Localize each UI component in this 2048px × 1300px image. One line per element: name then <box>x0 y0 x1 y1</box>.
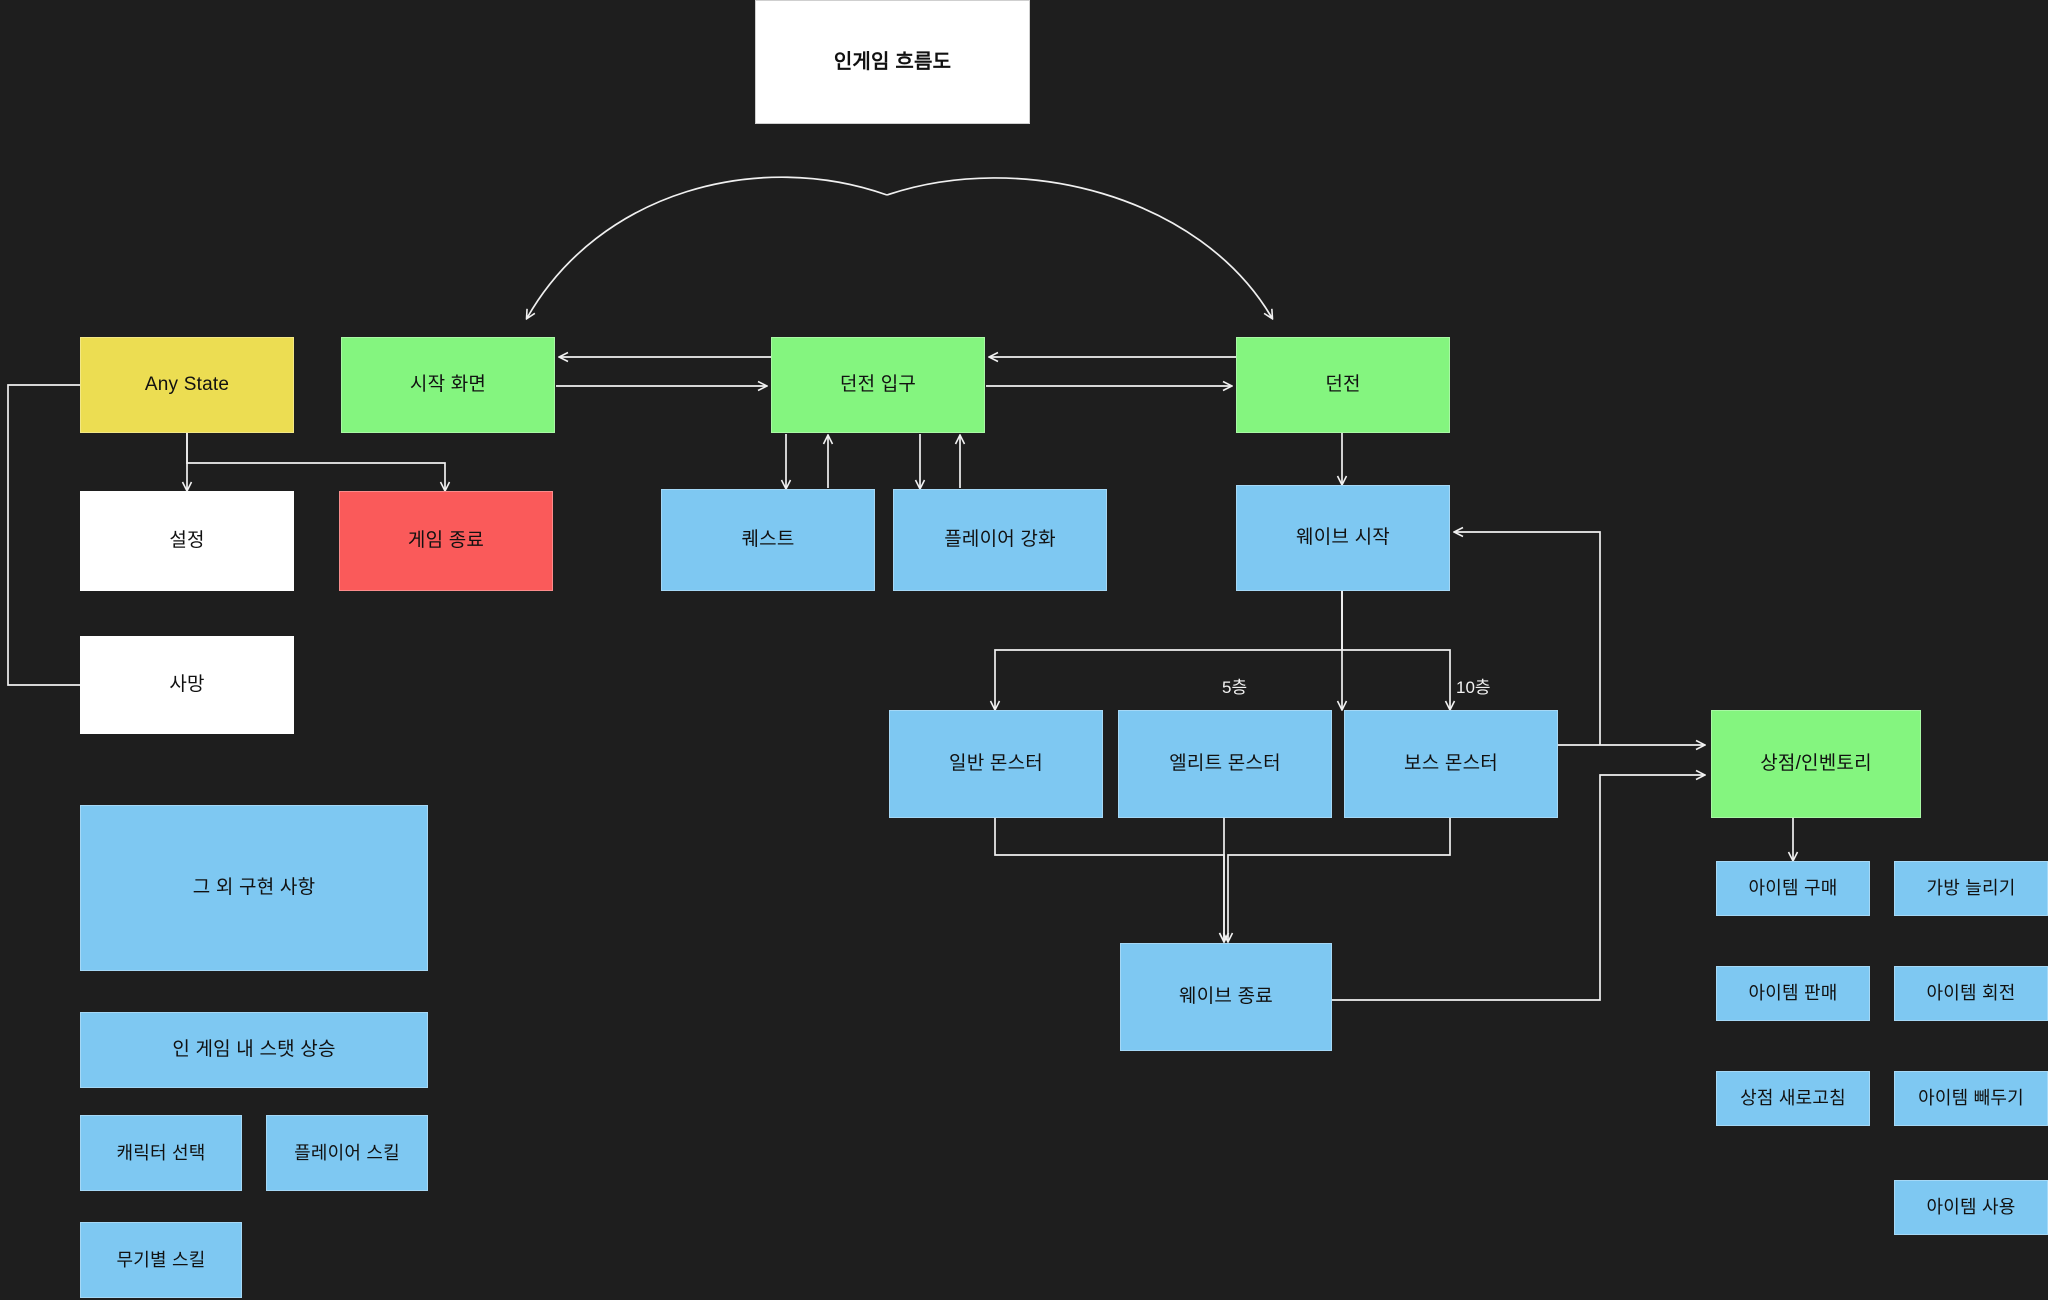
node-game-exit[interactable]: 게임 종료 <box>339 491 553 591</box>
node-player-skill[interactable]: 플레이어 스킬 <box>266 1115 428 1191</box>
node-item-use[interactable]: 아이템 사용 <box>1894 1180 2048 1235</box>
node-boss-monster[interactable]: 보스 몬스터 <box>1344 710 1558 818</box>
diagram-title: 인게임 흐름도 <box>755 0 1030 124</box>
node-normal-monster[interactable]: 일반 몬스터 <box>889 710 1103 818</box>
node-item-store[interactable]: 아이템 빼두기 <box>1894 1071 2048 1126</box>
node-item-rotate[interactable]: 아이템 회전 <box>1894 966 2048 1021</box>
node-character-select[interactable]: 캐릭터 선택 <box>80 1115 242 1191</box>
node-quest[interactable]: 퀘스트 <box>661 489 875 591</box>
node-settings[interactable]: 설정 <box>80 491 294 591</box>
edge-label-floor-5: 5층 <box>1222 678 1248 697</box>
node-player-upgrade[interactable]: 플레이어 강화 <box>893 489 1107 591</box>
node-shop-refresh[interactable]: 상점 새로고침 <box>1716 1071 1870 1126</box>
node-wave-end[interactable]: 웨이브 종료 <box>1120 943 1332 1051</box>
node-death[interactable]: 사망 <box>80 636 294 734</box>
node-dungeon-entrance[interactable]: 던전 입구 <box>771 337 985 433</box>
node-wave-start[interactable]: 웨이브 시작 <box>1236 485 1450 591</box>
node-elite-monster[interactable]: 엘리트 몬스터 <box>1118 710 1332 818</box>
node-ingame-stat-up[interactable]: 인 게임 내 스탯 상승 <box>80 1012 428 1088</box>
node-any-state[interactable]: Any State <box>80 337 294 433</box>
node-bag-expand[interactable]: 가방 늘리기 <box>1894 861 2048 916</box>
node-dungeon[interactable]: 던전 <box>1236 337 1450 433</box>
node-shop-inventory[interactable]: 상점/인벤토리 <box>1711 710 1921 818</box>
node-item-sell[interactable]: 아이템 판매 <box>1716 966 1870 1021</box>
node-item-buy[interactable]: 아이템 구매 <box>1716 861 1870 916</box>
node-start-screen[interactable]: 시작 화면 <box>341 337 555 433</box>
node-other-features[interactable]: 그 외 구현 사항 <box>80 805 428 971</box>
edge-label-floor-10: 10층 <box>1456 678 1491 697</box>
node-weapon-skill[interactable]: 무기별 스킬 <box>80 1222 242 1298</box>
